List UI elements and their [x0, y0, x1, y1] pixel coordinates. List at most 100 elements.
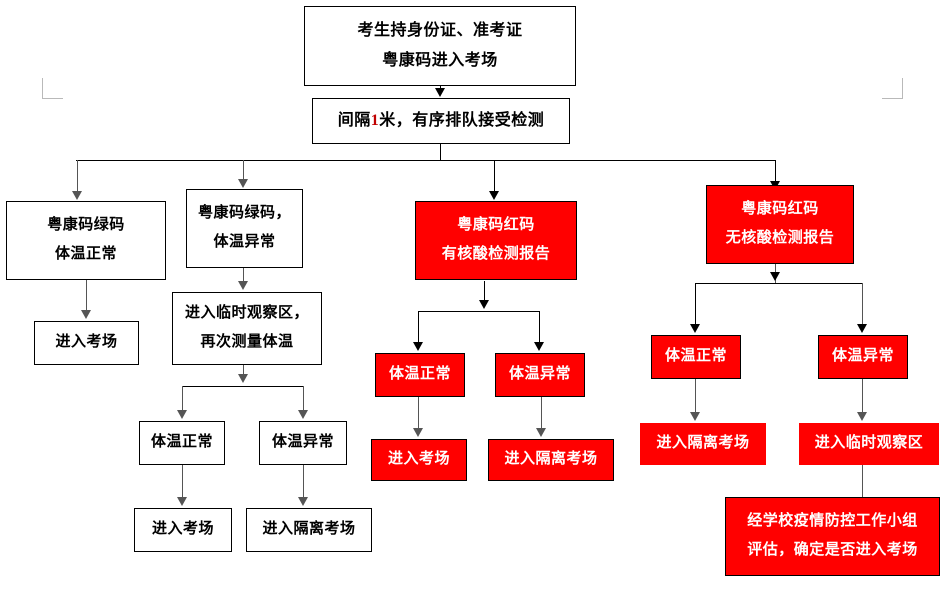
- node-green-code-temp-abnormal[interactable]: 粤康码绿码， 体温异常: [186, 189, 303, 268]
- distributor-bar: [76, 160, 776, 161]
- node-assessment-line2: 评估，确定是否进入考场: [747, 542, 918, 558]
- edge-red-with-report-down: [484, 281, 485, 301]
- edge-queue-to-distributor: [440, 144, 441, 160]
- node-red-noreport-temp-abnormal[interactable]: 体温异常: [818, 335, 908, 379]
- edge-start-to-queue-arrowhead: [435, 88, 445, 97]
- node-obs-temp-abnormal[interactable]: 体温异常: [259, 421, 347, 465]
- node-red-report-temp-abnormal-label: 体温异常: [508, 366, 571, 383]
- edge-red-report-abnormal-to-result: [541, 397, 542, 429]
- node-red-report-abnormal-result-label: 进入隔离考场: [504, 451, 598, 468]
- node-green-normal-line1: 粤康码绿码: [47, 217, 125, 234]
- node-obs-normal-result-label: 进入考场: [151, 521, 214, 538]
- observation-fork-bar: [182, 386, 303, 387]
- node-red-with-report-line2: 有核酸检测报告: [441, 246, 551, 262]
- node-queue-prefix: 间隔: [337, 111, 371, 129]
- node-red-noreport-normal-result-label: 进入隔离考场: [656, 435, 750, 452]
- node-red-noreport-abnormal-result-label: 进入临时观察区: [814, 435, 924, 452]
- node-red-noreport-enter-isolation-exam[interactable]: 进入隔离考场: [640, 423, 766, 465]
- node-observation-line2: 再次测量体温: [200, 334, 294, 350]
- edge-red-report-normal-to-result: [418, 397, 419, 429]
- edge-obs-normal-to-result-arrowhead: [177, 497, 187, 506]
- edge-distributor-to-green-normal: [77, 160, 78, 192]
- edge-green-normal-to-result-arrowhead: [81, 310, 91, 319]
- node-red-report-enter-isolation-exam[interactable]: 进入隔离考场: [488, 439, 614, 481]
- node-green-normal-line2: 体温正常: [54, 246, 117, 262]
- edge-fork-to-red-report-temp-abnormal: [539, 311, 540, 343]
- edge-red-no-report-down-arrowhead: [770, 272, 780, 281]
- edge-red-with-report-down-arrowhead: [479, 300, 489, 309]
- node-red-with-report-line1: 粤康码红码: [457, 217, 535, 234]
- node-red-noreport-enter-observation-area[interactable]: 进入临时观察区: [799, 423, 939, 465]
- edge-fork-to-red-report-temp-abnormal-arrowhead: [534, 342, 544, 351]
- edge-green-normal-to-result: [86, 280, 87, 311]
- node-red-no-report-line1: 粤康码红码: [741, 201, 819, 218]
- node-obs-abnormal-enter-isolation-exam[interactable]: 进入隔离考场: [246, 508, 372, 552]
- edge-distributor-to-red-with-report-arrowhead: [489, 191, 499, 200]
- page-corner-mark-top-right: [882, 78, 903, 99]
- node-red-no-report-line2: 无核酸检测报告: [725, 230, 835, 246]
- edge-distributor-to-red-with-report: [494, 160, 495, 192]
- node-queue-suffix: 米，有序排队接受检测: [379, 111, 545, 129]
- node-red-noreport-temp-normal-label: 体温正常: [664, 348, 727, 365]
- node-obs-temp-normal[interactable]: 体温正常: [139, 421, 225, 465]
- edge-fork-to-red-noreport-temp-normal: [695, 283, 696, 325]
- edge-fork-to-red-report-temp-normal-arrowhead: [413, 342, 423, 351]
- edge-red-report-abnormal-to-result-arrowhead: [536, 428, 546, 437]
- node-red-report-temp-normal[interactable]: 体温正常: [375, 353, 465, 397]
- node-obs-normal-enter-exam[interactable]: 进入考场: [134, 508, 232, 552]
- node-queue[interactable]: 间隔1米，有序排队接受检测: [312, 98, 570, 144]
- node-start-line1: 考生持身份证、准考证: [357, 21, 523, 39]
- edge-observation-down-arrowhead: [238, 374, 248, 383]
- node-red-report-normal-result-label: 进入考场: [387, 451, 450, 468]
- page-corner-mark-top-left: [42, 78, 63, 99]
- node-green-abnormal-line2: 体温异常: [213, 234, 276, 250]
- node-start[interactable]: 考生持身份证、准考证 粤康码进入考场: [304, 6, 576, 86]
- edge-obs-abnormal-to-result: [303, 465, 304, 498]
- edge-distributor-to-green-abnormal: [243, 160, 244, 180]
- node-red-report-enter-exam[interactable]: 进入考场: [371, 439, 467, 481]
- edge-fork-to-obs-temp-normal-arrowhead: [177, 410, 187, 419]
- edge-fork-to-red-noreport-temp-abnormal-arrowhead: [857, 324, 867, 333]
- edge-red-report-normal-to-result-arrowhead: [413, 428, 423, 437]
- node-red-noreport-temp-abnormal-label: 体温异常: [831, 348, 894, 365]
- node-queue-number: 1: [370, 111, 380, 129]
- node-red-report-temp-normal-label: 体温正常: [388, 366, 451, 383]
- edge-fork-to-red-report-temp-normal: [418, 311, 419, 343]
- edge-obs-abnormal-to-result-arrowhead: [298, 497, 308, 506]
- edge-observation-down: [243, 365, 244, 376]
- edge-obs-normal-to-result: [182, 465, 183, 498]
- edge-red-noreport-abnormal-to-result: [862, 379, 863, 413]
- node-school-epidemic-group-assessment[interactable]: 经学校疫情防控工作小组 评估，确定是否进入考场: [725, 497, 940, 576]
- node-obs-temp-normal-label: 体温正常: [150, 434, 213, 451]
- node-red-code-without-test-report[interactable]: 粤康码红码 无核酸检测报告: [706, 185, 854, 264]
- edge-observation-to-assessment: [862, 465, 863, 498]
- red-with-report-fork-bar: [418, 311, 539, 312]
- node-obs-temp-abnormal-label: 体温异常: [271, 434, 334, 451]
- node-obs-abnormal-result-label: 进入隔离考场: [262, 521, 356, 538]
- edge-fork-to-obs-temp-normal: [182, 386, 183, 411]
- node-green-code-temp-normal[interactable]: 粤康码绿码 体温正常: [6, 201, 166, 280]
- edge-green-abnormal-to-observation: [243, 268, 244, 282]
- edge-red-noreport-normal-to-result-arrowhead: [690, 412, 700, 421]
- node-green-normal-enter-exam[interactable]: 进入考场: [34, 321, 139, 365]
- node-temporary-observation-area[interactable]: 进入临时观察区， 再次测量体温: [172, 292, 322, 365]
- node-green-abnormal-line1: 粤康码绿码，: [197, 205, 291, 222]
- node-start-line2: 粤康码进入考场: [382, 51, 498, 69]
- node-red-code-with-test-report[interactable]: 粤康码红码 有核酸检测报告: [415, 201, 577, 280]
- node-red-report-temp-abnormal[interactable]: 体温异常: [495, 353, 585, 397]
- node-queue-text: 间隔1米，有序排队接受检测: [337, 111, 545, 130]
- red-no-report-fork-bar: [695, 283, 862, 284]
- edge-fork-to-red-noreport-temp-abnormal: [862, 283, 863, 325]
- edge-red-noreport-abnormal-to-result-arrowhead: [857, 412, 867, 421]
- edge-fork-to-obs-temp-abnormal-arrowhead: [298, 410, 308, 419]
- node-green-normal-result-label: 进入考场: [55, 334, 118, 351]
- node-observation-line1: 进入临时观察区，: [184, 305, 309, 322]
- edge-fork-to-red-noreport-temp-normal-arrowhead: [690, 324, 700, 333]
- edge-distributor-to-green-abnormal-arrowhead: [238, 179, 248, 188]
- edge-distributor-to-green-normal-arrowhead: [72, 191, 82, 200]
- edge-red-noreport-normal-to-result: [695, 379, 696, 413]
- node-assessment-line1: 经学校疫情防控工作小组: [747, 513, 918, 530]
- edge-fork-to-obs-temp-abnormal: [303, 386, 304, 411]
- node-red-noreport-temp-normal[interactable]: 体温正常: [651, 335, 741, 379]
